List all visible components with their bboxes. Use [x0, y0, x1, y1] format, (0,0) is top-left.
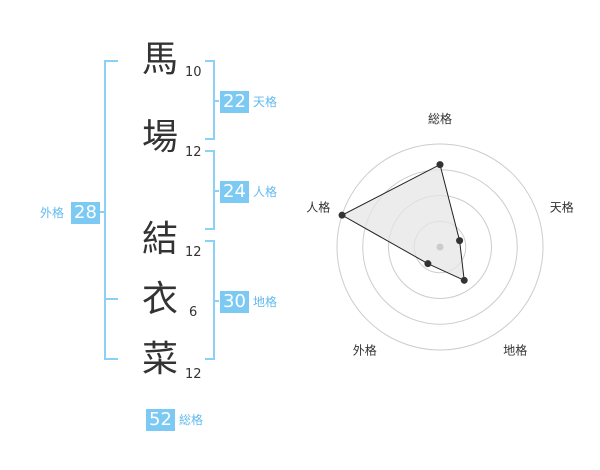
radar-center-dot [436, 243, 444, 251]
radar-point [338, 211, 346, 219]
stroke-count-5: 12 [185, 367, 202, 382]
chikaku-label: 地格 [253, 295, 278, 309]
jinkaku-label: 人格 [253, 185, 278, 199]
tenkaku-bracket-tick [213, 100, 219, 102]
gaikaku-value: 28 [71, 202, 100, 224]
name-char-2: 場 [142, 117, 179, 158]
gaikaku-bracket [104, 60, 118, 360]
jinkaku-bracket-tick [213, 190, 219, 192]
radar-data-polygon [340, 163, 465, 282]
radar-axis-label: 地格 [503, 343, 527, 358]
gaikaku-bracket-tick [98, 211, 106, 213]
tenkaku-value: 22 [220, 91, 249, 113]
name-char-3: 結 [142, 219, 179, 260]
chikaku-value: 30 [220, 291, 249, 313]
stroke-count-4: 6 [189, 305, 198, 320]
radar-point [436, 161, 444, 169]
radar-point [456, 237, 464, 245]
radar-axis-label: 総格 [428, 111, 452, 126]
chikaku-bracket-tick [213, 300, 219, 302]
soukaku-label: 総格 [179, 413, 204, 427]
soukaku-value: 52 [146, 409, 175, 431]
radar-axis-label: 天格 [550, 199, 574, 214]
radar-axis-label: 外格 [353, 343, 377, 358]
name-char-5: 菜 [142, 339, 179, 380]
radar-ring [336, 143, 544, 351]
radar-axis-label: 人格 [306, 199, 330, 214]
radar-point [424, 260, 432, 268]
gaikaku-inner-tick [104, 298, 118, 300]
stroke-count-2: 12 [185, 145, 202, 160]
stroke-count-3: 12 [185, 245, 202, 260]
gaikaku-label: 外格 [40, 206, 65, 220]
tenkaku-label: 天格 [253, 95, 278, 109]
jinkaku-value: 24 [220, 181, 249, 203]
name-char-1: 馬 [142, 39, 179, 80]
name-char-4: 衣 [142, 279, 179, 320]
stroke-count-1: 10 [185, 65, 202, 80]
radar-point [460, 276, 468, 284]
